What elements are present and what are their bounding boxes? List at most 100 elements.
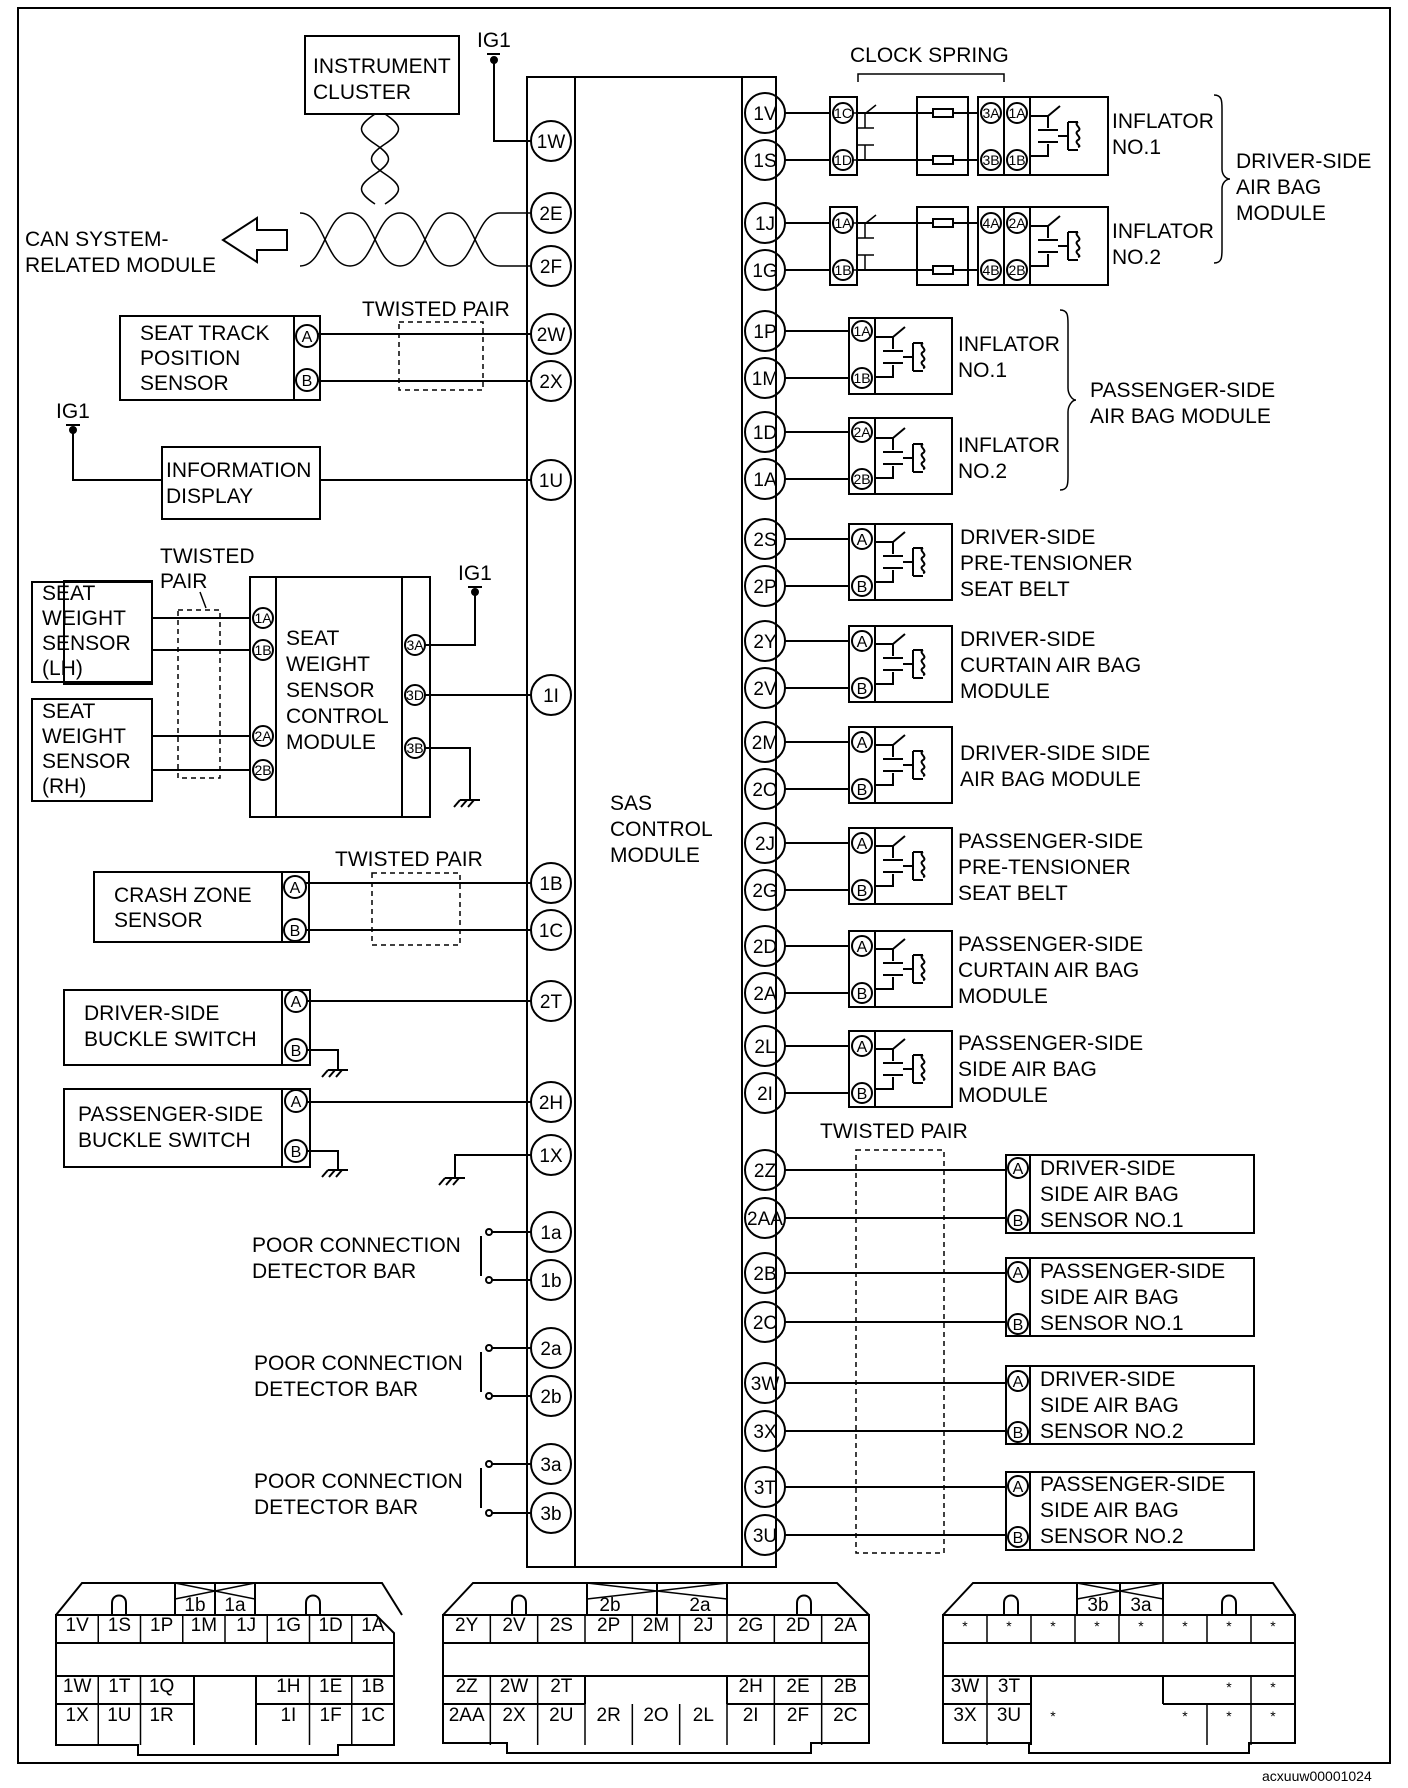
svg-text:1A: 1A bbox=[254, 610, 272, 626]
pin-2b: 2b bbox=[530, 1375, 572, 1417]
svg-text:A: A bbox=[857, 836, 868, 853]
pin-1C: 1C bbox=[530, 909, 572, 951]
svg-text:A: A bbox=[291, 1094, 302, 1111]
c3-cavity-*: * bbox=[1050, 1708, 1056, 1724]
svg-text:SIDE AIR BAG: SIDE AIR BAG bbox=[1040, 1394, 1179, 1417]
svg-text:MODULE: MODULE bbox=[958, 985, 1048, 1008]
pin-3T: 3T bbox=[744, 1466, 786, 1508]
pin-3b: 3b bbox=[530, 1492, 572, 1534]
pin-2a: 2a bbox=[530, 1327, 572, 1369]
c3-cavity-*: * bbox=[1182, 1618, 1188, 1634]
svg-text:WEIGHT: WEIGHT bbox=[42, 725, 126, 748]
svg-text:CONTROL: CONTROL bbox=[286, 705, 389, 728]
ig1-feed-1w: IG1 bbox=[477, 29, 531, 142]
svg-text:DISPLAY: DISPLAY bbox=[166, 485, 253, 508]
c1-cavity-1G: 1G bbox=[276, 1615, 301, 1636]
driver-side-pretensioner-seat-belt: A B DRIVER-SIDE PRE-TENSIONER SEAT BELT bbox=[785, 523, 1133, 601]
c2-cavity-2M: 2M bbox=[643, 1615, 669, 1636]
svg-text:1a: 1a bbox=[224, 1595, 246, 1616]
svg-text:2F: 2F bbox=[540, 257, 562, 278]
svg-text:SEAT: SEAT bbox=[42, 700, 95, 723]
svg-text:A: A bbox=[291, 994, 302, 1011]
right-pin-column: 1V 1S 1J 1G 1P 1M 1D 1A 2S 2P 2Y 2V 2M 2… bbox=[744, 92, 786, 1556]
svg-text:B: B bbox=[302, 373, 313, 390]
svg-text:A: A bbox=[290, 880, 301, 897]
svg-text:INFORMATION: INFORMATION bbox=[166, 459, 311, 482]
svg-text:SENSOR NO.2: SENSOR NO.2 bbox=[1040, 1525, 1184, 1548]
ground-1x bbox=[438, 1154, 531, 1186]
crash-zone-sensor: TWISTED PAIR CRASH ZONE SENSOR A B bbox=[93, 848, 531, 946]
svg-text:2X: 2X bbox=[539, 372, 563, 393]
svg-text:MODULE: MODULE bbox=[1236, 202, 1326, 225]
pin-2Z: 2Z bbox=[744, 1149, 786, 1191]
svg-text:A: A bbox=[857, 939, 868, 956]
c3-cavity-3T: 3T bbox=[998, 1676, 1021, 1697]
svg-text:MODULE: MODULE bbox=[958, 1084, 1048, 1107]
c2-cavity-2J: 2J bbox=[693, 1615, 713, 1636]
c2-cavity-2P: 2P bbox=[597, 1615, 620, 1636]
svg-text:3X: 3X bbox=[753, 1422, 777, 1443]
svg-text:DRIVER-SIDE SIDE: DRIVER-SIDE SIDE bbox=[960, 742, 1150, 765]
pin-1B: 1B bbox=[530, 862, 572, 904]
svg-text:3a: 3a bbox=[1130, 1595, 1152, 1616]
c1-cavity-1C: 1C bbox=[361, 1705, 385, 1726]
svg-text:1D: 1D bbox=[753, 423, 777, 444]
svg-text:4B: 4B bbox=[982, 262, 999, 278]
svg-text:DRIVER-SIDE: DRIVER-SIDE bbox=[1236, 150, 1371, 173]
driver-side-buckle-switch: DRIVER-SIDE BUCKLE SWITCH A B bbox=[63, 989, 531, 1078]
svg-text:B: B bbox=[857, 579, 868, 596]
svg-text:SEAT BELT: SEAT BELT bbox=[958, 882, 1068, 905]
pin-2P: 2P bbox=[744, 565, 786, 607]
svg-text:A: A bbox=[857, 1039, 868, 1056]
c1-cavity-1V: 1V bbox=[66, 1615, 90, 1636]
svg-text:SENSOR: SENSOR bbox=[42, 750, 131, 773]
svg-text:BUCKLE SWITCH: BUCKLE SWITCH bbox=[84, 1028, 257, 1051]
pin-3a: 3a bbox=[530, 1443, 572, 1485]
svg-text:NO.1: NO.1 bbox=[958, 359, 1007, 382]
c1-cavity-1U: 1U bbox=[107, 1705, 131, 1726]
pin-3W: 3W bbox=[744, 1362, 786, 1404]
svg-text:DETECTOR BAR: DETECTOR BAR bbox=[252, 1260, 416, 1283]
svg-text:A: A bbox=[302, 329, 313, 346]
svg-text:1W: 1W bbox=[537, 132, 566, 153]
svg-text:A: A bbox=[1013, 1265, 1024, 1282]
pin-1I: 1I bbox=[530, 674, 572, 716]
svg-text:SIDE AIR BAG: SIDE AIR BAG bbox=[958, 1058, 1097, 1081]
driver-side-side-air-bag-module: A B DRIVER-SIDE SIDE AIR BAG MODULE bbox=[785, 726, 1150, 804]
svg-text:2W: 2W bbox=[537, 325, 566, 346]
instrument-cluster: INSTRUMENT CLUSTER bbox=[304, 35, 460, 205]
pin-1b: 1b bbox=[530, 1259, 572, 1301]
pin-1D: 1D bbox=[744, 411, 786, 453]
svg-text:WEIGHT: WEIGHT bbox=[42, 607, 126, 630]
svg-text:B: B bbox=[291, 1144, 302, 1161]
svg-text:2B: 2B bbox=[753, 1264, 776, 1285]
c3-cavity-*: * bbox=[1182, 1708, 1188, 1724]
svg-text:INFLATOR: INFLATOR bbox=[958, 434, 1060, 457]
svg-text:2H: 2H bbox=[539, 1093, 563, 1114]
svg-text:1b: 1b bbox=[540, 1271, 561, 1292]
svg-text:B: B bbox=[291, 1043, 302, 1060]
pin-2G: 2G bbox=[744, 869, 786, 911]
c2-cavity-2W: 2W bbox=[500, 1676, 529, 1697]
c3-cavity-*: * bbox=[1050, 1618, 1056, 1634]
svg-text:1X: 1X bbox=[539, 1146, 563, 1167]
svg-text:1B: 1B bbox=[539, 874, 562, 895]
svg-text:AIR BAG MODULE: AIR BAG MODULE bbox=[960, 768, 1141, 791]
svg-text:RELATED MODULE: RELATED MODULE bbox=[25, 254, 216, 277]
svg-text:3U: 3U bbox=[753, 1526, 777, 1547]
svg-text:TWISTED PAIR: TWISTED PAIR bbox=[820, 1120, 968, 1143]
svg-text:2I: 2I bbox=[757, 1084, 773, 1105]
svg-text:2A: 2A bbox=[853, 424, 871, 440]
c3-cavity-3X: 3X bbox=[953, 1705, 977, 1726]
svg-text:2S: 2S bbox=[753, 530, 776, 551]
svg-text:1C: 1C bbox=[834, 105, 852, 121]
poor-connection-detector-bar-3: POOR CONNECTION DETECTOR BAR bbox=[254, 1460, 531, 1519]
c1-cavity-1T: 1T bbox=[108, 1676, 131, 1697]
svg-text:3W: 3W bbox=[751, 1374, 780, 1395]
c3-cavity-*: * bbox=[1138, 1618, 1144, 1634]
figure-code: acxuuw00001024 bbox=[1262, 1768, 1372, 1784]
c2-cavity-2U: 2U bbox=[549, 1705, 573, 1726]
svg-text:SENSOR NO.1: SENSOR NO.1 bbox=[1040, 1312, 1184, 1335]
connector-1-face: 1b 1a bbox=[55, 1582, 403, 1756]
